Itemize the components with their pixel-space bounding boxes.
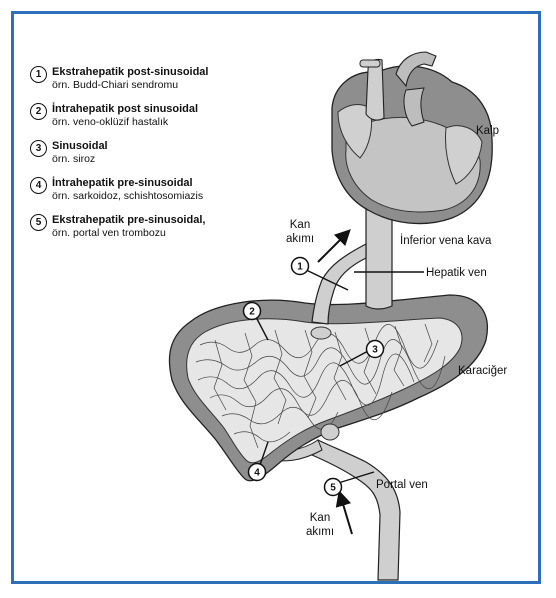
legend-title: Ekstrahepatik post-sinusoidal [52,66,209,78]
heart-label: Kalp [476,125,499,137]
legend-item-1: 1 Ekstrahepatik post-sinusoidal örn. Bud… [30,66,280,92]
legend-item-2: 2 İntrahepatik post sinusoidal örn. veno… [30,103,280,129]
liver-label: Karaciğer [458,365,507,377]
legend-title: İntrahepatik post sinusoidal [52,103,199,115]
central-vein [310,326,332,340]
legend-number: 3 [30,140,47,157]
marker-3: 3 [365,339,385,359]
legend-number: 1 [30,66,47,83]
marker-5: 5 [323,477,343,497]
legend-item-3: 3 Sinusoidal örn. siroz [30,140,280,166]
marker-label: 2 [249,307,255,318]
marker-label: 5 [330,483,336,494]
marker-label: 4 [254,468,260,479]
marker-1: 1 [290,256,310,276]
portal-vein-label: Portal ven [376,479,428,491]
portal-vein [311,439,401,581]
blood-flow-label-top-line2: akımı [286,233,314,245]
blood-flow-label-bottom-line1: Kan [310,512,330,524]
sinusoid-texture [195,323,446,449]
marker-label: 1 [297,262,303,273]
blood-flow-label-bottom-line2: akımı [306,526,334,538]
legend-title: İntrahepatik pre-sinusoidal [52,177,193,189]
marker-4: 4 [247,462,267,482]
legend-item-4: 4 İntrahepatik pre-sinusoidal örn. sarko… [30,177,280,203]
legend-example: örn. Budd-Chiari sendromu [52,79,179,91]
blood-flow-arrow-bottom [335,490,353,535]
ivc-label: İnferior vena kava [400,234,492,247]
blood-flow-arrow-top [317,229,351,263]
legend-example: örn. portal ven trombozu [52,227,166,239]
inferior-vena-cava [365,199,393,310]
legend-number: 5 [30,214,47,231]
hepatic-vein [311,243,367,325]
blood-flow-label-top-line1: Kan [290,219,310,231]
legend-title: Ekstrahepatik pre-sinusoidal, [52,214,206,226]
marker-label: 3 [372,345,378,356]
legend: 1 Ekstrahepatik post-sinusoidal örn. Bud… [30,66,280,251]
legend-example: örn. siroz [52,153,96,165]
legend-number: 2 [30,103,47,120]
legend-example: örn. veno-oklüzif hastalık [52,116,169,128]
leader-lines [255,267,424,485]
legend-item-5: 5 Ekstrahepatik pre-sinusoidal, örn. por… [30,214,280,240]
hepatic-vein-label: Hepatik ven [426,267,487,279]
legend-example: örn. sarkoidoz, schishtosomiazis [52,190,204,202]
marker-2: 2 [242,301,262,321]
legend-number: 4 [30,177,47,194]
legend-title: Sinusoidal [52,140,108,152]
portal-tract [320,423,340,441]
heart [331,51,493,225]
